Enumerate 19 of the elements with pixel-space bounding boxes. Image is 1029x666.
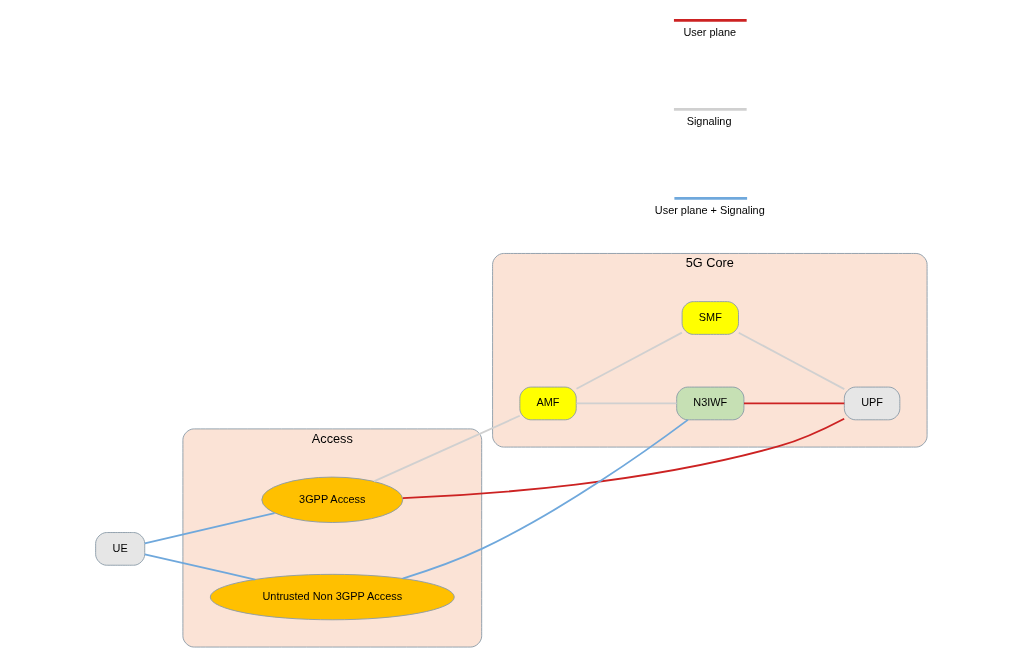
connector bbox=[372, 414, 521, 483]
connector bbox=[742, 402, 845, 405]
legend-label: User plane bbox=[682, 25, 736, 38]
node-box: AMF bbox=[518, 386, 577, 421]
connector bbox=[401, 417, 845, 500]
node-box: UE bbox=[94, 532, 145, 566]
connector bbox=[575, 402, 678, 405]
legend-label: User plane + Signaling bbox=[654, 204, 765, 217]
connector bbox=[143, 512, 275, 545]
legend-label: Signaling bbox=[686, 114, 731, 127]
node-ellipse: 3GPP Access bbox=[260, 476, 403, 523]
node-ellipse: Untrusted Non 3GPP Access bbox=[209, 573, 455, 621]
node-box: SMF bbox=[681, 301, 739, 335]
node-box: N3IWF bbox=[675, 386, 744, 421]
connector bbox=[575, 331, 683, 390]
connector bbox=[401, 418, 689, 580]
connector bbox=[737, 331, 845, 390]
connector bbox=[143, 553, 256, 581]
node-box: UPF bbox=[843, 386, 900, 421]
